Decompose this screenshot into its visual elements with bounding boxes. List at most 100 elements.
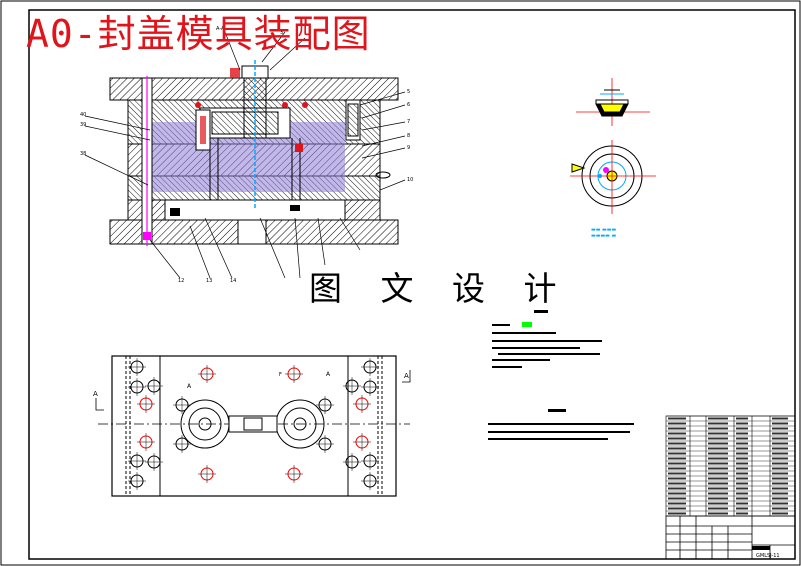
parts-cell-text — [736, 467, 748, 470]
parts-cell-text — [708, 477, 728, 480]
callout-8: 8 — [407, 133, 410, 139]
parts-cell-text — [708, 512, 728, 515]
parts-cell-text — [668, 417, 686, 420]
parts-cell-text — [772, 482, 788, 485]
parts-cell-text — [736, 497, 748, 500]
callout-5: 5 — [407, 89, 410, 95]
parts-cell-text — [772, 497, 788, 500]
parts-cell-text — [668, 467, 686, 470]
product-caption: ▬▬ ▬▬▬ — [591, 227, 616, 233]
parts-cell-text — [668, 512, 686, 515]
parts-cell-text — [708, 462, 728, 465]
callout-section-aa: A-A — [216, 26, 225, 32]
parts-cell-text — [736, 457, 748, 460]
technical-notes — [488, 310, 634, 440]
callout-10: 10 — [407, 177, 413, 183]
watermark-text: 图 文 设 计 — [309, 269, 571, 308]
parts-cell-text — [736, 507, 748, 510]
parts-cell-text — [708, 422, 728, 425]
callout-7: 7 — [407, 119, 410, 125]
parts-cell-text — [708, 452, 728, 455]
parts-cell-text — [772, 512, 788, 515]
callout-39: 39 — [80, 122, 86, 128]
parts-cell-text — [736, 417, 748, 420]
parts-cell-text — [736, 487, 748, 490]
parts-cell-text — [668, 442, 686, 445]
drawing-number: GMLSJ-11 — [756, 553, 780, 559]
section-label-arrow: A — [404, 372, 409, 380]
callout-6: 6 — [407, 102, 410, 108]
parts-cell-text — [736, 477, 748, 480]
parts-cell-text — [708, 432, 728, 435]
parts-cell-text — [708, 437, 728, 440]
callout-13: 13 — [206, 278, 212, 284]
callout-14: 14 — [230, 278, 236, 284]
parts-list-rows — [666, 415, 795, 515]
parts-cell-text — [668, 502, 686, 505]
parts-cell-text — [772, 427, 788, 430]
svg-text:▬▬▬▬ ▬: ▬▬▬▬ ▬ — [591, 233, 616, 239]
parts-cell-text — [772, 472, 788, 475]
parts-cell-text — [736, 452, 748, 455]
parts-cell-text — [708, 442, 728, 445]
callout-12: 12 — [178, 278, 184, 284]
parts-cell-text — [668, 447, 686, 450]
parts-cell-text — [668, 432, 686, 435]
parts-cell-text — [708, 497, 728, 500]
parts-cell-text — [668, 437, 686, 440]
section-label-a-left: A — [93, 390, 98, 398]
parts-cell-text — [772, 437, 788, 440]
parts-cell-text — [668, 462, 686, 465]
parts-cell-text — [772, 462, 788, 465]
section-label-a-right: A — [326, 371, 331, 378]
parts-cell-text — [772, 477, 788, 480]
parts-cell-text — [668, 492, 686, 495]
parts-cell-text — [708, 487, 728, 490]
parts-cell-text — [708, 467, 728, 470]
parts-cell-text — [668, 482, 686, 485]
parts-cell-text — [772, 422, 788, 425]
parts-cell-text — [708, 492, 728, 495]
callout-40: 40 — [80, 112, 86, 118]
parts-cell-text — [668, 507, 686, 510]
parts-cell-text — [772, 507, 788, 510]
parts-cell-text — [708, 502, 728, 505]
parts-cell-text — [708, 507, 728, 510]
plan-holes — [128, 358, 379, 490]
parts-cell-text — [772, 487, 788, 490]
parts-cell-text — [772, 502, 788, 505]
parts-cell-text — [708, 482, 728, 485]
parts-cell-text — [668, 497, 686, 500]
parts-cell-text — [772, 467, 788, 470]
callout-9: 9 — [407, 145, 410, 151]
parts-cell-text — [668, 422, 686, 425]
parts-cell-text — [668, 427, 686, 430]
parts-cell-text — [736, 462, 748, 465]
parts-cell-text — [736, 482, 748, 485]
parts-cell-text — [708, 427, 728, 430]
parts-cell-text — [708, 417, 728, 420]
drawing-title: A0-封盖模具装配图 — [26, 12, 371, 56]
parts-cell-text — [772, 417, 788, 420]
title-block — [665, 515, 796, 560]
callout-38: 38 — [80, 151, 86, 157]
parts-cell-text — [668, 472, 686, 475]
parts-cell-text — [708, 472, 728, 475]
section-label-f: F — [279, 372, 282, 378]
parts-cell-text — [736, 442, 748, 445]
parts-cell-text — [736, 492, 748, 495]
parts-cell-text — [772, 452, 788, 455]
parts-cell-text — [736, 422, 748, 425]
parts-cell-text — [668, 477, 686, 480]
parts-cell-text — [708, 447, 728, 450]
inner-border — [28, 9, 796, 560]
callout-3: 3 — [280, 30, 283, 36]
parts-cell-text — [736, 472, 748, 475]
parts-cell-text — [772, 442, 788, 445]
parts-cell-text — [772, 492, 788, 495]
parts-cell-text — [772, 432, 788, 435]
parts-cell-text — [668, 452, 686, 455]
parts-cell-text — [708, 457, 728, 460]
parts-cell-text — [736, 427, 748, 430]
